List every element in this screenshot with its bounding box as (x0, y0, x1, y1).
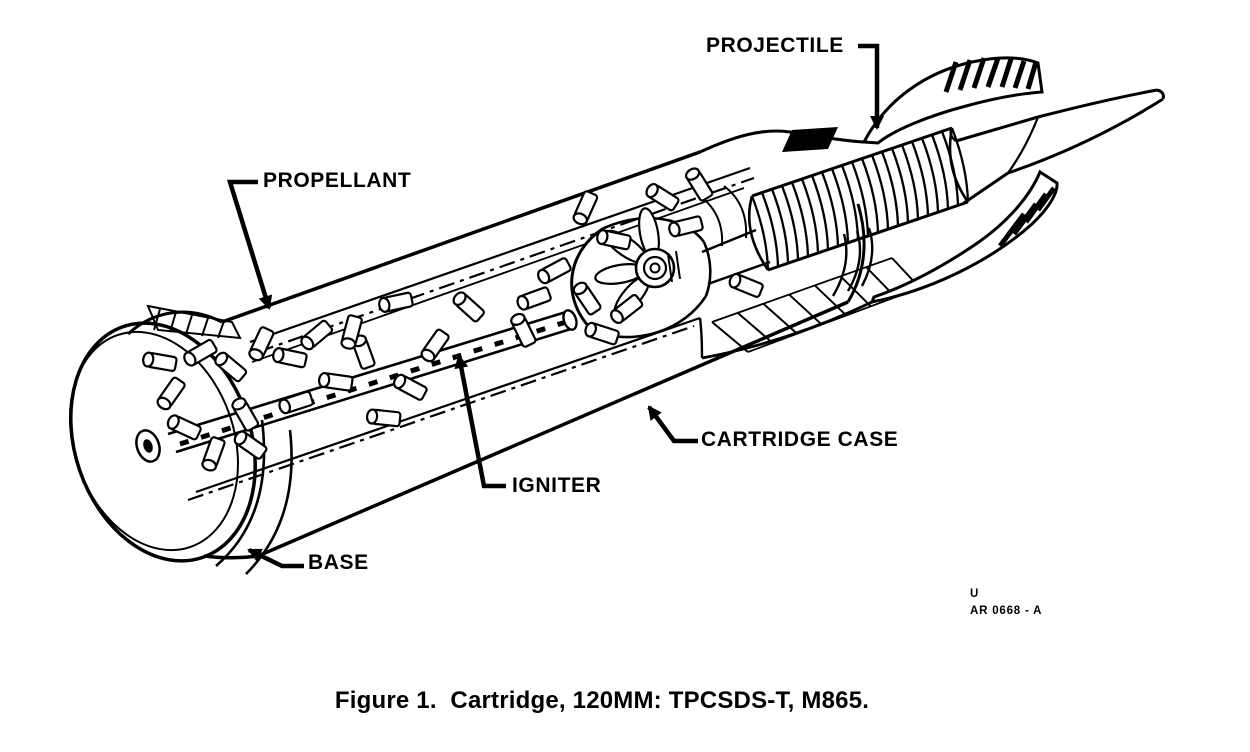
sabot-hatch-band (711, 257, 921, 353)
label-projectile: PROJECTILE (706, 34, 844, 57)
propellant-leader-line (226, 179, 273, 310)
label-base: BASE (308, 551, 369, 574)
projectile-leader-line (858, 43, 884, 130)
igniter-leader-line (454, 354, 506, 489)
cartridge-case-leader-line (647, 405, 698, 444)
projectile-ribbed-section (748, 126, 970, 272)
label-propellant: PROPELLANT (263, 169, 412, 192)
base-leader-line (247, 547, 304, 569)
label-igniter: IGNITER (512, 474, 602, 497)
nose-cone (949, 88, 1165, 205)
drawing-number: AR 0668 - A (970, 605, 1043, 617)
upper-fin (782, 56, 1044, 152)
propellant-pellets (142, 167, 764, 472)
far-fin-tip (782, 127, 838, 152)
figure-caption: Figure 1. Cartridge, 120MM: TPCSDS-T, M8… (334, 687, 870, 714)
cartridge-base (69, 304, 293, 575)
classification-marking: U (970, 588, 980, 600)
lower-fin (869, 169, 1059, 305)
label-cartridge-case: CARTRIDGE CASE (701, 428, 899, 451)
